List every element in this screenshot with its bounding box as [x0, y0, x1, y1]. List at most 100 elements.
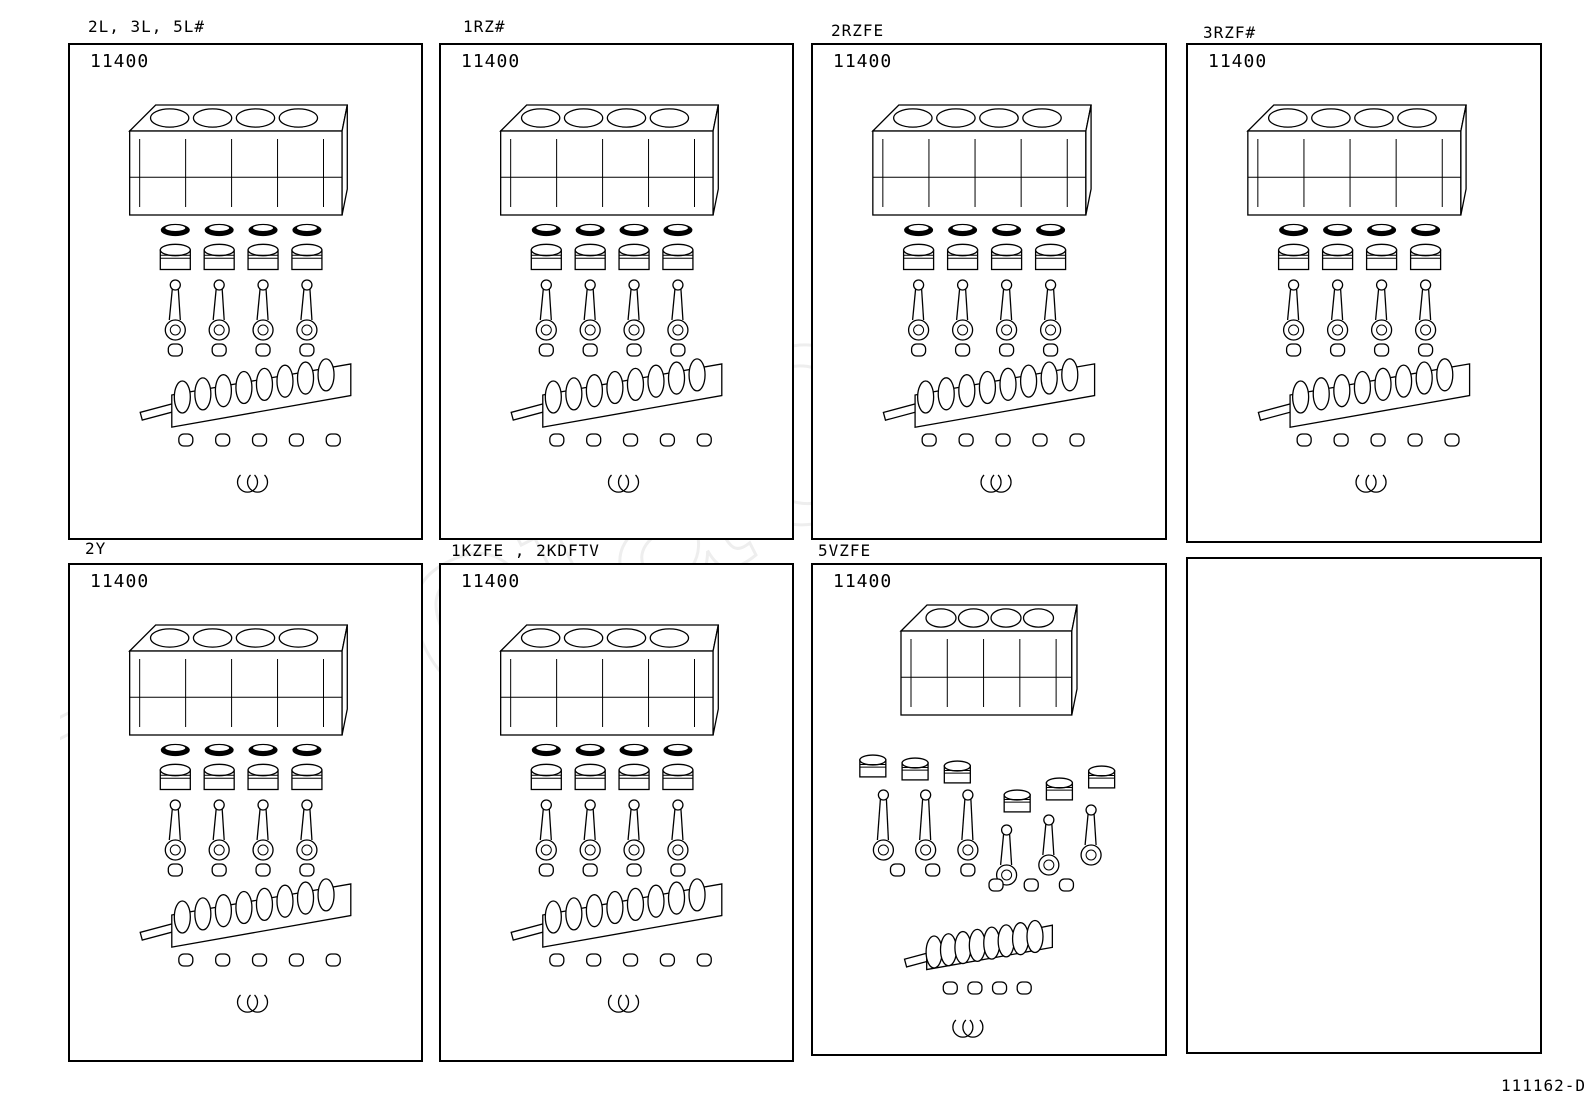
- part-number[interactable]: 11400: [1208, 51, 1268, 72]
- thrust-washer: [962, 1019, 984, 1038]
- part-number[interactable]: 11400: [833, 51, 893, 72]
- crank-web: [1019, 364, 1038, 398]
- piston: [1409, 243, 1442, 271]
- crank-web: [585, 894, 604, 928]
- bearing-shell: [586, 433, 602, 447]
- piston: [574, 763, 606, 791]
- piston: [247, 763, 279, 791]
- bearing-shell: [670, 863, 686, 877]
- engine-panel-5vzfe[interactable]: 11400: [811, 563, 1167, 1056]
- thrust-washer: [246, 474, 269, 493]
- bearing-shell: [659, 433, 676, 447]
- connecting-rod: [535, 279, 557, 341]
- bearing-shell: [549, 433, 565, 447]
- crank-web: [1061, 358, 1079, 392]
- bearing-shell: [325, 433, 341, 447]
- connecting-rod: [957, 789, 979, 861]
- crank-web: [276, 884, 294, 918]
- part-number[interactable]: 11400: [461, 51, 521, 72]
- engine-panel-1kzfe[interactable]: 11400: [439, 563, 794, 1062]
- connecting-rod: [667, 799, 689, 861]
- cylinder-bore: [936, 108, 976, 128]
- bearing-shell: [538, 343, 554, 357]
- bearing-shell: [991, 981, 1008, 995]
- crank-web: [916, 380, 935, 414]
- crank-web: [606, 370, 624, 405]
- bearing-shell: [1373, 343, 1390, 357]
- cylinder-block: [499, 104, 720, 216]
- engine-panel-2l[interactable]: 11400: [68, 43, 423, 540]
- crank-web: [937, 377, 955, 411]
- piston-ring-set: [948, 223, 978, 237]
- part-number[interactable]: 11400: [90, 571, 150, 592]
- bearing-shell: [167, 863, 183, 877]
- bearing-shell: [626, 343, 642, 357]
- crank-web: [194, 897, 212, 931]
- engine-panel-3rzf[interactable]: 11400: [1186, 43, 1542, 543]
- bearing-shell: [1296, 433, 1312, 447]
- crank-web: [585, 374, 604, 408]
- cylinder-block: [128, 624, 349, 736]
- bearing-shell: [288, 953, 305, 967]
- engine-panel-2rzfe[interactable]: 11400: [811, 43, 1167, 540]
- part-number[interactable]: 11400: [833, 571, 893, 592]
- thrust-washer: [607, 474, 630, 493]
- connecting-rod: [164, 279, 186, 341]
- crank-web: [296, 881, 315, 915]
- bearing-shell: [659, 953, 676, 967]
- cylinder-bore: [149, 628, 190, 648]
- crank-web: [1312, 377, 1330, 411]
- bearing-shell: [288, 433, 305, 447]
- piston: [902, 243, 935, 271]
- bearing-shell: [967, 981, 983, 995]
- piston: [291, 243, 323, 271]
- thrust-washer: [990, 474, 1012, 493]
- piston: [574, 243, 606, 271]
- engine-panel-2y[interactable]: 11400: [68, 563, 423, 1062]
- part-number[interactable]: 11400: [90, 51, 150, 72]
- crank-web: [978, 370, 997, 405]
- crank-web: [255, 887, 274, 922]
- short-block-illustration: [499, 624, 723, 1013]
- engine-caption-3rzf: 3RZF#: [1203, 23, 1257, 42]
- crank-web: [255, 367, 274, 402]
- engine-caption-1rz: 1RZ#: [463, 17, 506, 36]
- part-number[interactable]: 11400: [461, 571, 521, 592]
- piston: [1321, 243, 1354, 271]
- cylinder-bore: [606, 628, 647, 648]
- piston: [1087, 765, 1116, 789]
- short-block-illustration: [128, 624, 352, 1013]
- short-block-illustration: [128, 104, 352, 493]
- crank-web: [235, 370, 253, 405]
- crank-web: [958, 374, 976, 408]
- thrust-washer: [952, 1019, 974, 1038]
- piston-ring-set: [531, 223, 561, 237]
- short-block-illustration: [1246, 104, 1471, 493]
- crank-web: [173, 380, 191, 414]
- piston-ring-set: [1323, 223, 1353, 237]
- piston: [530, 243, 562, 271]
- crank-web: [1394, 364, 1413, 398]
- crank-web: [296, 361, 315, 395]
- crank-web: [317, 878, 335, 912]
- bearing-shell: [1417, 343, 1434, 357]
- connecting-rod: [907, 279, 930, 341]
- bearing-shell: [549, 953, 565, 967]
- piston: [159, 763, 191, 791]
- cylinder-bore: [520, 628, 561, 648]
- connecting-rod: [995, 824, 1018, 886]
- piston-ring-set: [292, 223, 322, 237]
- thrust-washer: [1355, 474, 1377, 493]
- bearing-shell: [255, 343, 271, 357]
- cylinder-block: [499, 624, 720, 736]
- crank-web: [667, 361, 686, 395]
- piston-ring-set: [992, 223, 1022, 237]
- cylinder-bore: [235, 628, 276, 648]
- cylinder-bore: [278, 628, 319, 648]
- crank-web: [1011, 922, 1030, 956]
- cylinder-bore: [192, 108, 233, 128]
- crank-web: [626, 367, 645, 402]
- engine-panel-1rz[interactable]: 11400: [439, 43, 794, 540]
- bearing-shell: [696, 953, 712, 967]
- cylinder-bore: [563, 108, 604, 128]
